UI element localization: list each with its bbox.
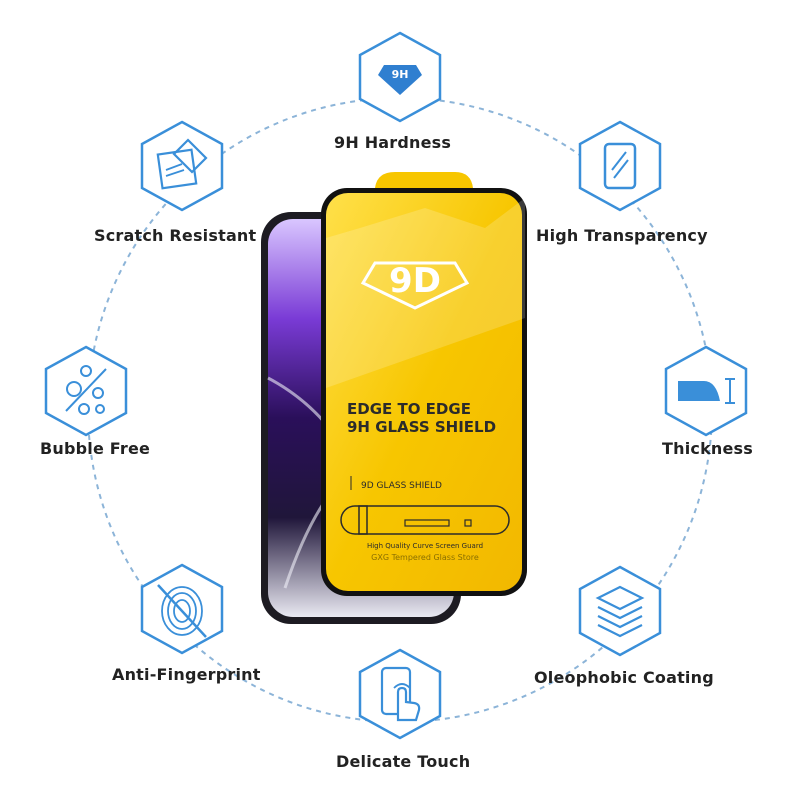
diamond-9h-icon: 9H [358, 31, 442, 123]
glass-line-2: 9H GLASS SHIELD [347, 418, 496, 436]
feature-label-fingerprint: Anti-Fingerprint [112, 665, 261, 684]
feature-label-oleophobic: Oleophobic Coating [534, 668, 714, 687]
feature-label-hardness: 9H Hardness [334, 133, 452, 152]
svg-text:9H: 9H [392, 68, 409, 81]
bubbles-icon [44, 345, 128, 437]
touch-hand-icon [358, 648, 442, 740]
glass-line-1: EDGE TO EDGE [347, 400, 471, 418]
glass-caption-2: GXG Tempered Glass Store [371, 553, 479, 562]
thickness-edge-icon [664, 345, 748, 437]
badge-9d-icon [360, 261, 470, 310]
glass-badge: 9D [389, 261, 441, 301]
layers-icon [578, 565, 662, 657]
feature-label-bubble: Bubble Free [40, 439, 151, 458]
feature-label-thickness: Thickness [662, 439, 754, 458]
glass-caption-1: High Quality Curve Screen Guard [367, 542, 483, 550]
feature-label-transparency: High Transparency [536, 226, 708, 245]
feature-label-touch: Delicate Touch [336, 752, 471, 771]
tempered-glass: 9D EDGE TO EDGE 9H GLASS SHIELD 9D GLASS… [321, 172, 527, 596]
scratch-icon [140, 120, 224, 212]
fingerprint-icon [140, 563, 224, 655]
transparent-screen-icon [578, 120, 662, 212]
feature-label-scratch: Scratch Resistant [94, 226, 257, 245]
glass-small-label: 9D GLASS SHIELD [361, 481, 442, 491]
product-visual: 9D EDGE TO EDGE 9H GLASS SHIELD 9D GLASS… [261, 172, 527, 624]
